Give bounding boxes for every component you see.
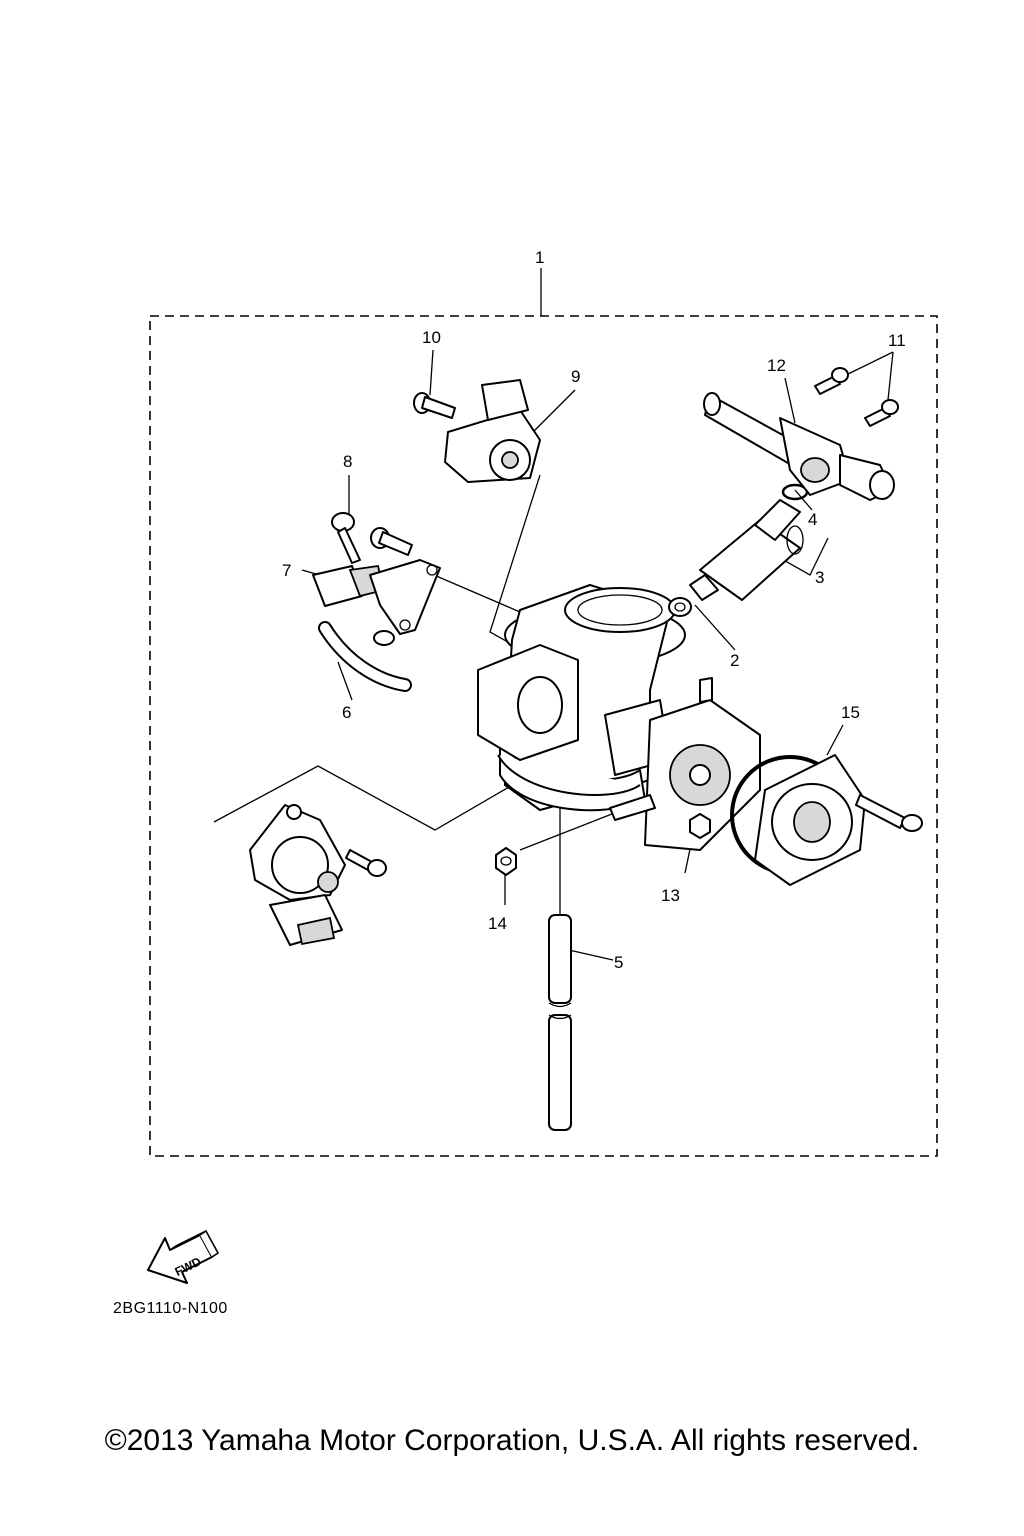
callout-5: 5	[614, 953, 623, 972]
cover-plate	[754, 754, 866, 886]
fuel-delivery-pipe	[703, 392, 895, 501]
screw-11b	[864, 399, 899, 427]
callout-11: 11	[888, 331, 906, 350]
isc-screw	[345, 849, 387, 877]
nut-13	[689, 813, 711, 839]
callout-1: 1	[535, 248, 544, 267]
screw-8	[331, 512, 361, 564]
idle-speed-control-unit	[249, 804, 346, 946]
bracket-bolt	[370, 527, 413, 556]
copyright-notice: ©2013 Yamaha Motor Corporation, U.S.A. A…	[104, 1424, 920, 1457]
screw-11a	[814, 367, 849, 395]
callout-4: 4	[808, 510, 817, 529]
callout-2: 2	[730, 651, 739, 670]
throttle-position-sensor	[444, 379, 541, 483]
callout-10: 10	[422, 328, 441, 347]
hose-5	[548, 914, 572, 1131]
callout-6: 6	[342, 703, 351, 722]
mounting-bracket	[369, 559, 441, 646]
callout-12: 12	[767, 356, 786, 375]
callout-15: 15	[841, 703, 860, 722]
nut-14	[495, 847, 517, 876]
callout-8: 8	[343, 452, 352, 471]
callout-13: 13	[661, 886, 680, 905]
washer-2	[668, 597, 692, 617]
cover-screw	[855, 794, 923, 832]
assembly-boundary-frame	[149, 315, 938, 1157]
diagram-code: 2BG1110-N100	[113, 1300, 228, 1317]
callout-7: 7	[282, 561, 291, 580]
hose-6	[318, 621, 412, 692]
fuel-injector	[689, 499, 804, 601]
fwd-arrow-icon: FWD	[147, 1229, 220, 1284]
callout-3: 3	[815, 568, 824, 587]
screw-10	[413, 392, 456, 419]
callout-labels: 1 2 3 4 5 6 7 8 9 10 11 12 13 14 15	[282, 248, 906, 972]
throttle-body	[477, 584, 686, 812]
callout-14: 14	[488, 914, 507, 933]
callout-9: 9	[571, 367, 580, 386]
